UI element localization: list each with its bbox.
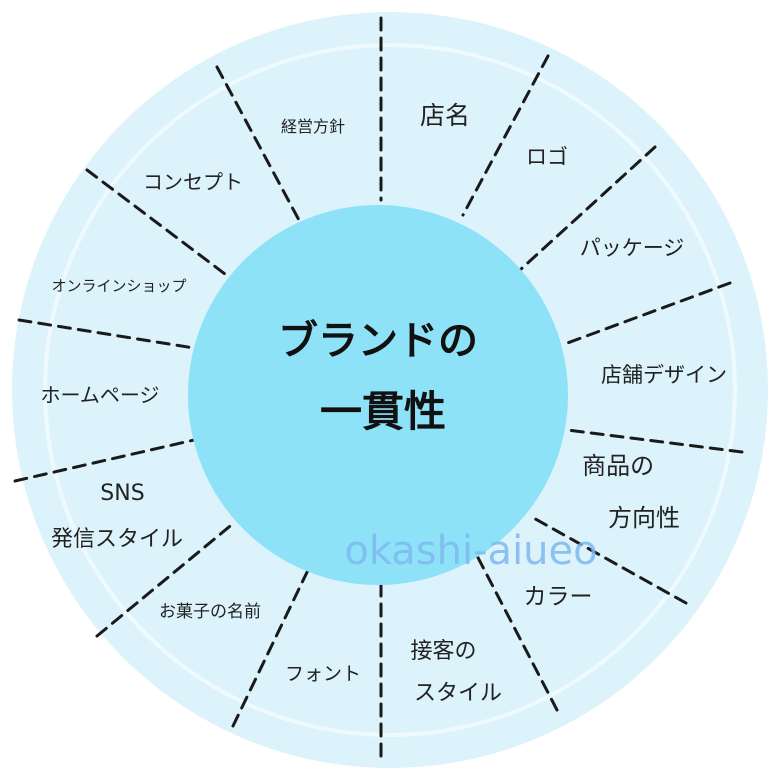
segment-label-line: SNS xyxy=(100,481,144,506)
segment-label-sns-style: SNS 発信スタイル xyxy=(51,481,183,552)
segment-divider xyxy=(85,168,227,276)
segment-label-line: パッケージ xyxy=(580,236,685,260)
segment-divider xyxy=(565,428,744,454)
segment-divider xyxy=(13,438,196,483)
segment-divider xyxy=(528,514,688,605)
segment-divider xyxy=(95,520,237,638)
center-title-line1: ブランドの xyxy=(278,318,478,364)
segment-divider xyxy=(471,546,559,712)
center-title-line2: 一貫性 xyxy=(320,387,446,436)
segment-divider xyxy=(231,564,312,728)
segment-label-homepage: ホームページ xyxy=(41,383,160,407)
segment-label-logo: ロゴ xyxy=(526,145,568,169)
segment-label-line: ロゴ xyxy=(526,145,568,169)
segment-label-management-policy: 経営方針 xyxy=(281,117,345,136)
segment-label-line: 方向性 xyxy=(608,504,680,532)
segment-divider xyxy=(215,65,302,224)
segment-label-product-direction: 商品の 方向性 xyxy=(582,452,680,532)
segment-label-line: 店舗デザイン xyxy=(601,363,727,387)
segment-label-tenmei: 店名 xyxy=(420,101,470,130)
segment-label-line: オンラインショップ xyxy=(51,277,186,295)
inner-ring-line xyxy=(43,43,737,737)
segment-label-concept: コンセプト xyxy=(143,170,243,194)
watermark: okashi-aiueo xyxy=(344,528,597,574)
segment-label-online-shop: オンラインショップ xyxy=(51,277,186,295)
segment-label-font: フォント xyxy=(285,663,361,685)
segment-label-line: フォント xyxy=(285,663,361,685)
segment-label-line: 店名 xyxy=(420,101,470,130)
center-circle xyxy=(188,205,568,585)
segment-label-line: 経営方針 xyxy=(281,117,345,136)
segment-label-line: お菓子の名前 xyxy=(159,602,261,622)
center-title: ブランドの 一貫性 xyxy=(278,318,478,436)
segment-label-line: コンセプト xyxy=(143,170,243,194)
segment-divider xyxy=(518,145,657,272)
segment-divider xyxy=(17,318,196,350)
segment-label-line: スタイル xyxy=(414,681,502,706)
segment-label-line: 商品の xyxy=(582,452,654,480)
segment-label-store-design: 店舗デザイン xyxy=(601,363,727,387)
segment-label-service-style: 接客の スタイル xyxy=(410,639,502,706)
segment-label-line: 接客の xyxy=(410,639,476,664)
segment-label-package: パッケージ xyxy=(580,236,685,260)
segment-dividers xyxy=(13,16,744,758)
segment-divider xyxy=(461,54,550,217)
segment-label-sweets-name: お菓子の名前 xyxy=(159,602,261,622)
segment-divider xyxy=(560,281,732,347)
segment-labels: 店名 ロゴ パッケージ 店舗デザイン 商品の 方向性 カラー 接客の スタイル … xyxy=(41,101,728,706)
segment-label-line: カラー xyxy=(524,584,593,610)
segment-label-line: ホームページ xyxy=(41,383,160,407)
segment-label-line: 発信スタイル xyxy=(51,527,183,552)
segment-label-color: カラー xyxy=(524,584,593,610)
